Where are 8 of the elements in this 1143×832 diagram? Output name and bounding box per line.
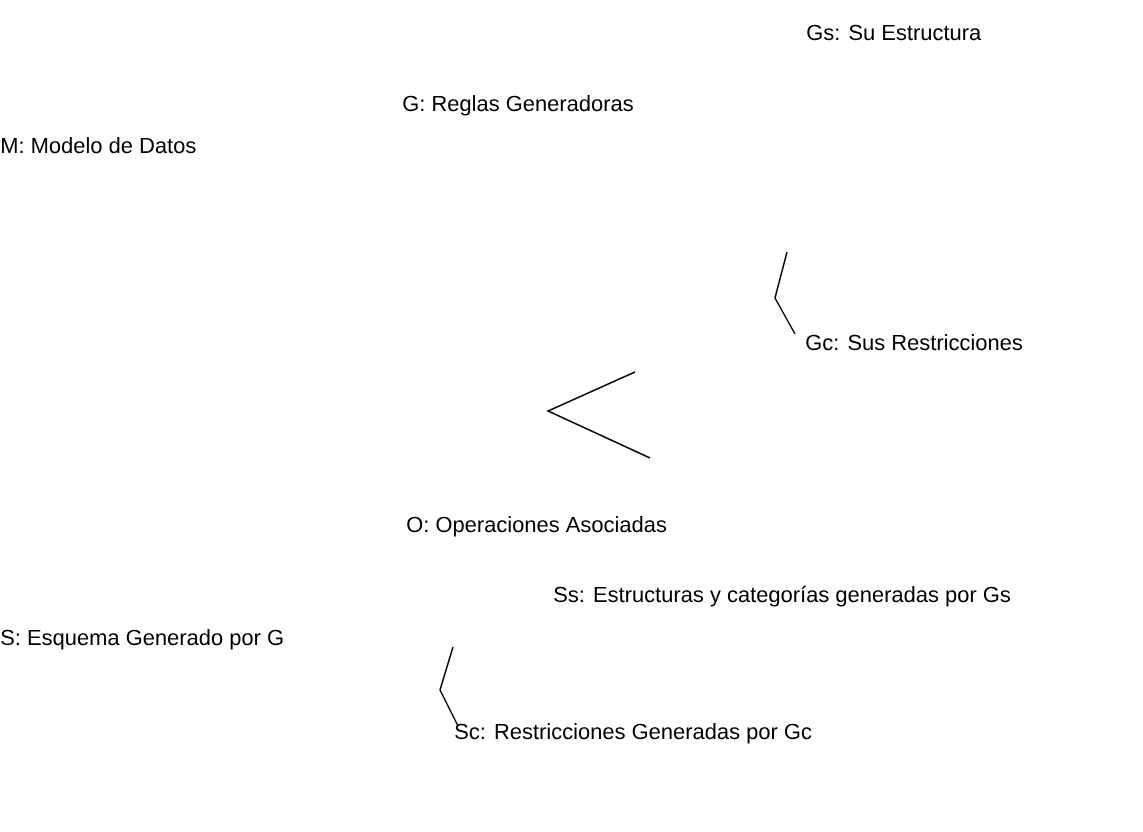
label: O: Operaciones Asociadas bbox=[407, 516, 667, 537]
label: Gs: Su Estructura bbox=[807, 24, 982, 41]
label: Ss: Estructuras y categorías generadas por Gs bbox=[554, 585, 1010, 607]
label: M: Modelo de Datos bbox=[2, 137, 196, 154]
label: G: Reglas Generadoras bbox=[403, 95, 633, 116]
label: Sc: Restricciones Generadas por Gc bbox=[455, 723, 812, 744]
label: Gc: Sus Restricciones bbox=[806, 334, 1022, 351]
label: S: Esquema Generado por G bbox=[1, 629, 283, 650]
